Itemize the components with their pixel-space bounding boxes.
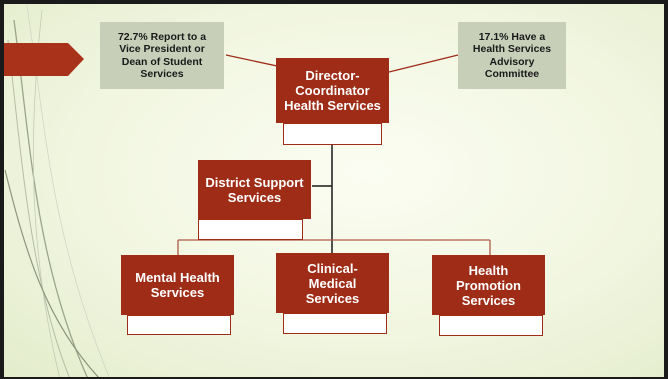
callout-right-advisory: 17.1% Have a Health Services Advisory Co… [458, 22, 566, 89]
org-child-clinical-medical: Clinical- Medical Services [276, 253, 389, 313]
org-side-district-support: District Support Services [198, 160, 311, 219]
org-child-mental-health-subbox [127, 315, 231, 335]
callout-left-reporting: 72.7% Report to a Vice President or Dean… [100, 22, 224, 89]
org-side-district-support-subbox [198, 219, 303, 240]
org-root-director-subbox [283, 123, 382, 145]
frame-bottom [0, 377, 668, 379]
frame-left [0, 0, 4, 379]
org-child-clinical-medical-subbox [283, 313, 387, 334]
org-child-health-promotion-subbox [439, 315, 543, 336]
arrow-accent-icon [0, 43, 84, 76]
frame-right [664, 0, 668, 379]
org-root-director: Director- Coordinator Health Services [276, 58, 389, 123]
org-child-mental-health: Mental Health Services [121, 255, 234, 315]
frame-top [0, 0, 668, 4]
org-child-health-promotion: Health Promotion Services [432, 255, 545, 315]
